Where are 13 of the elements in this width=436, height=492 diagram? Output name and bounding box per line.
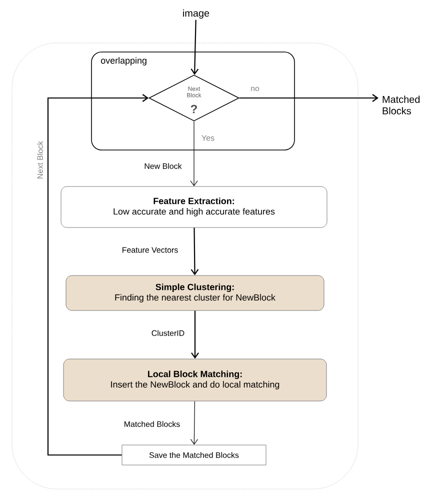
input-label: image: [183, 9, 210, 19]
arrow: [190, 400, 198, 445]
process-box: Local Block Matching: Insert the NewBlock and do local matching: [63, 358, 327, 402]
arrow: [47, 94, 149, 456]
dotted-region: [12, 42, 358, 490]
arrow: [190, 228, 199, 276]
process-box: Feature Extraction: Low accurate and high accurate features: [60, 186, 328, 228]
output-label: Matched Blocks: [382, 96, 420, 114]
arrow: [190, 121, 198, 186]
arrow: [239, 94, 378, 102]
arrow: [190, 20, 199, 75]
arrow: [191, 310, 199, 359]
process-box: Simple Clustering: Finding the nearest cluster for NewBlock: [66, 275, 324, 311]
